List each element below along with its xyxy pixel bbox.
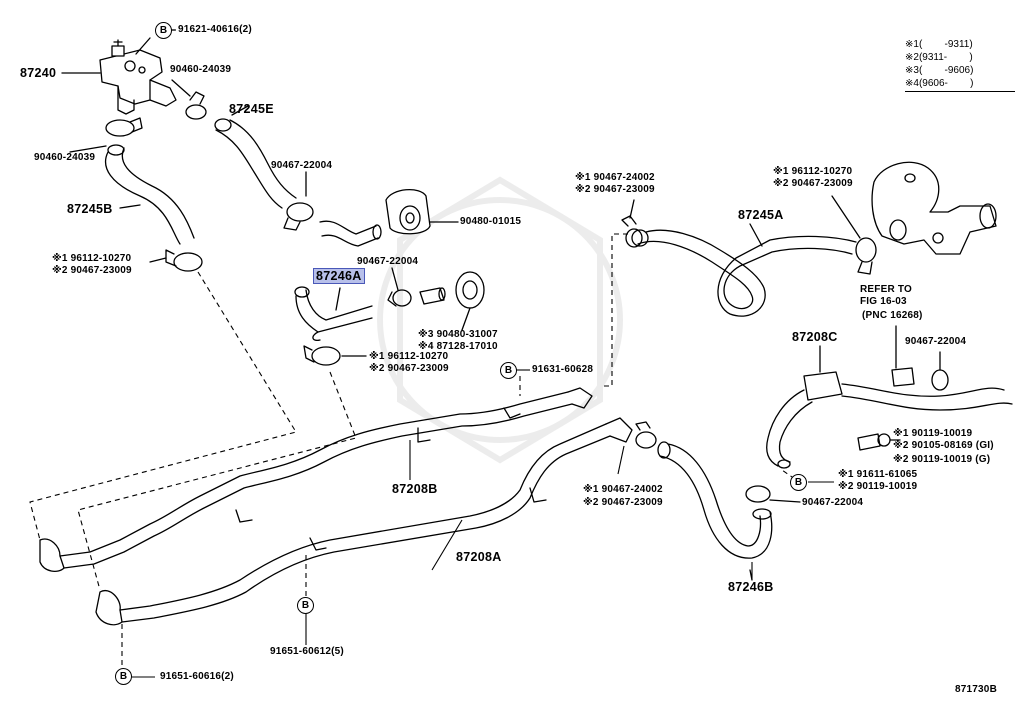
part-label[interactable]: ※2 90467-23009: [52, 265, 132, 276]
nipple-refer: [891, 367, 915, 387]
water-outlet-housing: [871, 161, 997, 255]
clamp-left: [149, 249, 203, 272]
pipe-87208c: [766, 345, 1013, 469]
bolt: [857, 433, 901, 451]
part-label[interactable]: ※1 90119-10019: [893, 428, 973, 439]
pipe-87208a: [95, 417, 633, 626]
part-label[interactable]: 90480-01015: [460, 216, 522, 227]
legend-row-3: ※3( -9606): [905, 65, 1015, 78]
legend-key: ※1: [905, 39, 919, 50]
legend-range: ( -9311): [918, 39, 973, 50]
part-label[interactable]: ※1 90467-24002: [583, 484, 663, 495]
refer-text: REFER TO: [860, 284, 912, 295]
solid-leaders: [132, 29, 834, 678]
part-label[interactable]: ※2 90467-23009: [369, 363, 449, 374]
part-label[interactable]: ※2 90119-10019: [838, 481, 918, 492]
pipe-87208b: [39, 387, 593, 573]
part-label[interactable]: 87240: [20, 66, 57, 80]
part-label[interactable]: ※1 96112-10270: [369, 351, 449, 362]
part-label[interactable]: 87208B: [392, 482, 438, 496]
pipe-insert: [419, 287, 446, 305]
hose-87245e: [214, 105, 297, 209]
watermark: [377, 176, 623, 464]
part-label[interactable]: 91631-60628: [532, 364, 594, 375]
part-label[interactable]: 91621-40616(2): [178, 24, 252, 35]
part-label[interactable]: 87245B: [67, 202, 113, 216]
part-label[interactable]: ※2 90105-08169 (GI): [893, 440, 994, 451]
legend-range: (9606- ): [918, 78, 974, 89]
clamp-90467-22004-a: [283, 171, 314, 231]
part-label[interactable]: 87208A: [456, 550, 502, 564]
hose-87245a: [631, 223, 857, 317]
part-label[interactable]: ※1 90467-24002: [575, 172, 655, 183]
legend-key: ※2: [905, 52, 919, 63]
part-label[interactable]: 87208C: [792, 330, 838, 344]
part-label[interactable]: ※1 96112-10270: [773, 166, 853, 177]
refer-text: FIG 16-03: [860, 296, 907, 307]
part-label[interactable]: 87246B: [728, 580, 774, 594]
legend-row-1: ※1( -9311): [905, 39, 1015, 52]
part-label[interactable]: ※2 90119-10019 (G): [893, 454, 991, 465]
part-label[interactable]: ※2 90467-23009: [575, 184, 655, 195]
legend-row-4: ※4(9606- ): [905, 78, 1015, 92]
clamp-90460-b: [69, 117, 143, 153]
part-label[interactable]: ※4 87128-17010: [418, 341, 498, 352]
part-label[interactable]: 90467-22004: [271, 160, 333, 171]
part-label-highlighted[interactable]: 87246A: [313, 268, 365, 284]
part-label[interactable]: 91651-60616(2): [160, 671, 234, 682]
part-label[interactable]: 90460-24039: [34, 152, 96, 163]
legend-key: ※3: [905, 65, 919, 76]
part-label[interactable]: ※3 90480-31007: [418, 329, 498, 340]
part-label[interactable]: 90467-22004: [802, 497, 864, 508]
grommet-90480-31007: [455, 271, 485, 331]
dashed-leaders: [29, 233, 803, 665]
clamp-top-right-left: [621, 199, 643, 248]
part-label[interactable]: 91651-60612(5): [270, 646, 344, 657]
part-label[interactable]: ※1 96112-10270: [52, 253, 132, 264]
part-label[interactable]: ※1 91611-61065: [838, 469, 918, 480]
bolt-b-marker-bottom-left: B: [115, 668, 132, 685]
clamp-bottom-center: [635, 421, 657, 449]
part-label[interactable]: ※2 90467-23009: [773, 178, 853, 189]
refer-text: (PNC 16268): [862, 310, 923, 321]
clamp-top-right-right: [831, 195, 877, 275]
part-label[interactable]: 87245A: [738, 208, 784, 222]
grommet-90480-01015: [385, 189, 459, 235]
hose-87246b: [657, 441, 773, 581]
part-label[interactable]: 90467-22004: [357, 256, 419, 267]
hose-87245b: [104, 144, 195, 245]
valve-87240: [99, 39, 177, 115]
part-label[interactable]: 87245E: [229, 102, 274, 116]
legend-row-2: ※2(9311- ): [905, 52, 1015, 65]
clamp-90467-22004-b: [387, 267, 412, 307]
clamp-90467-22004-c: [931, 351, 949, 391]
clamp-90460-a: [171, 79, 207, 120]
pipe-small: [319, 220, 382, 247]
bolt-b-marker-top: B: [155, 22, 172, 39]
part-label[interactable]: 90460-24039: [170, 64, 232, 75]
bolt-b-marker-bottom: B: [297, 597, 314, 614]
figure-code: 871730B: [955, 684, 997, 695]
bolt-b-marker-mid: B: [500, 362, 517, 379]
hose-87246a: [294, 286, 373, 342]
bolt-b-marker-right: B: [790, 474, 807, 491]
legend-key: ※4: [905, 78, 919, 89]
clamp-90467-22004-d: [745, 485, 801, 503]
part-label[interactable]: 90467-22004: [905, 336, 967, 347]
legend-range: ( -9606): [918, 65, 974, 76]
part-label[interactable]: ※2 90467-23009: [583, 497, 663, 508]
clamp-mid: [303, 345, 367, 366]
legend: ※1( -9311) ※2(9311- ) ※3( -9606) ※4(9606…: [905, 39, 1015, 92]
legend-range: (9311- ): [918, 52, 973, 63]
